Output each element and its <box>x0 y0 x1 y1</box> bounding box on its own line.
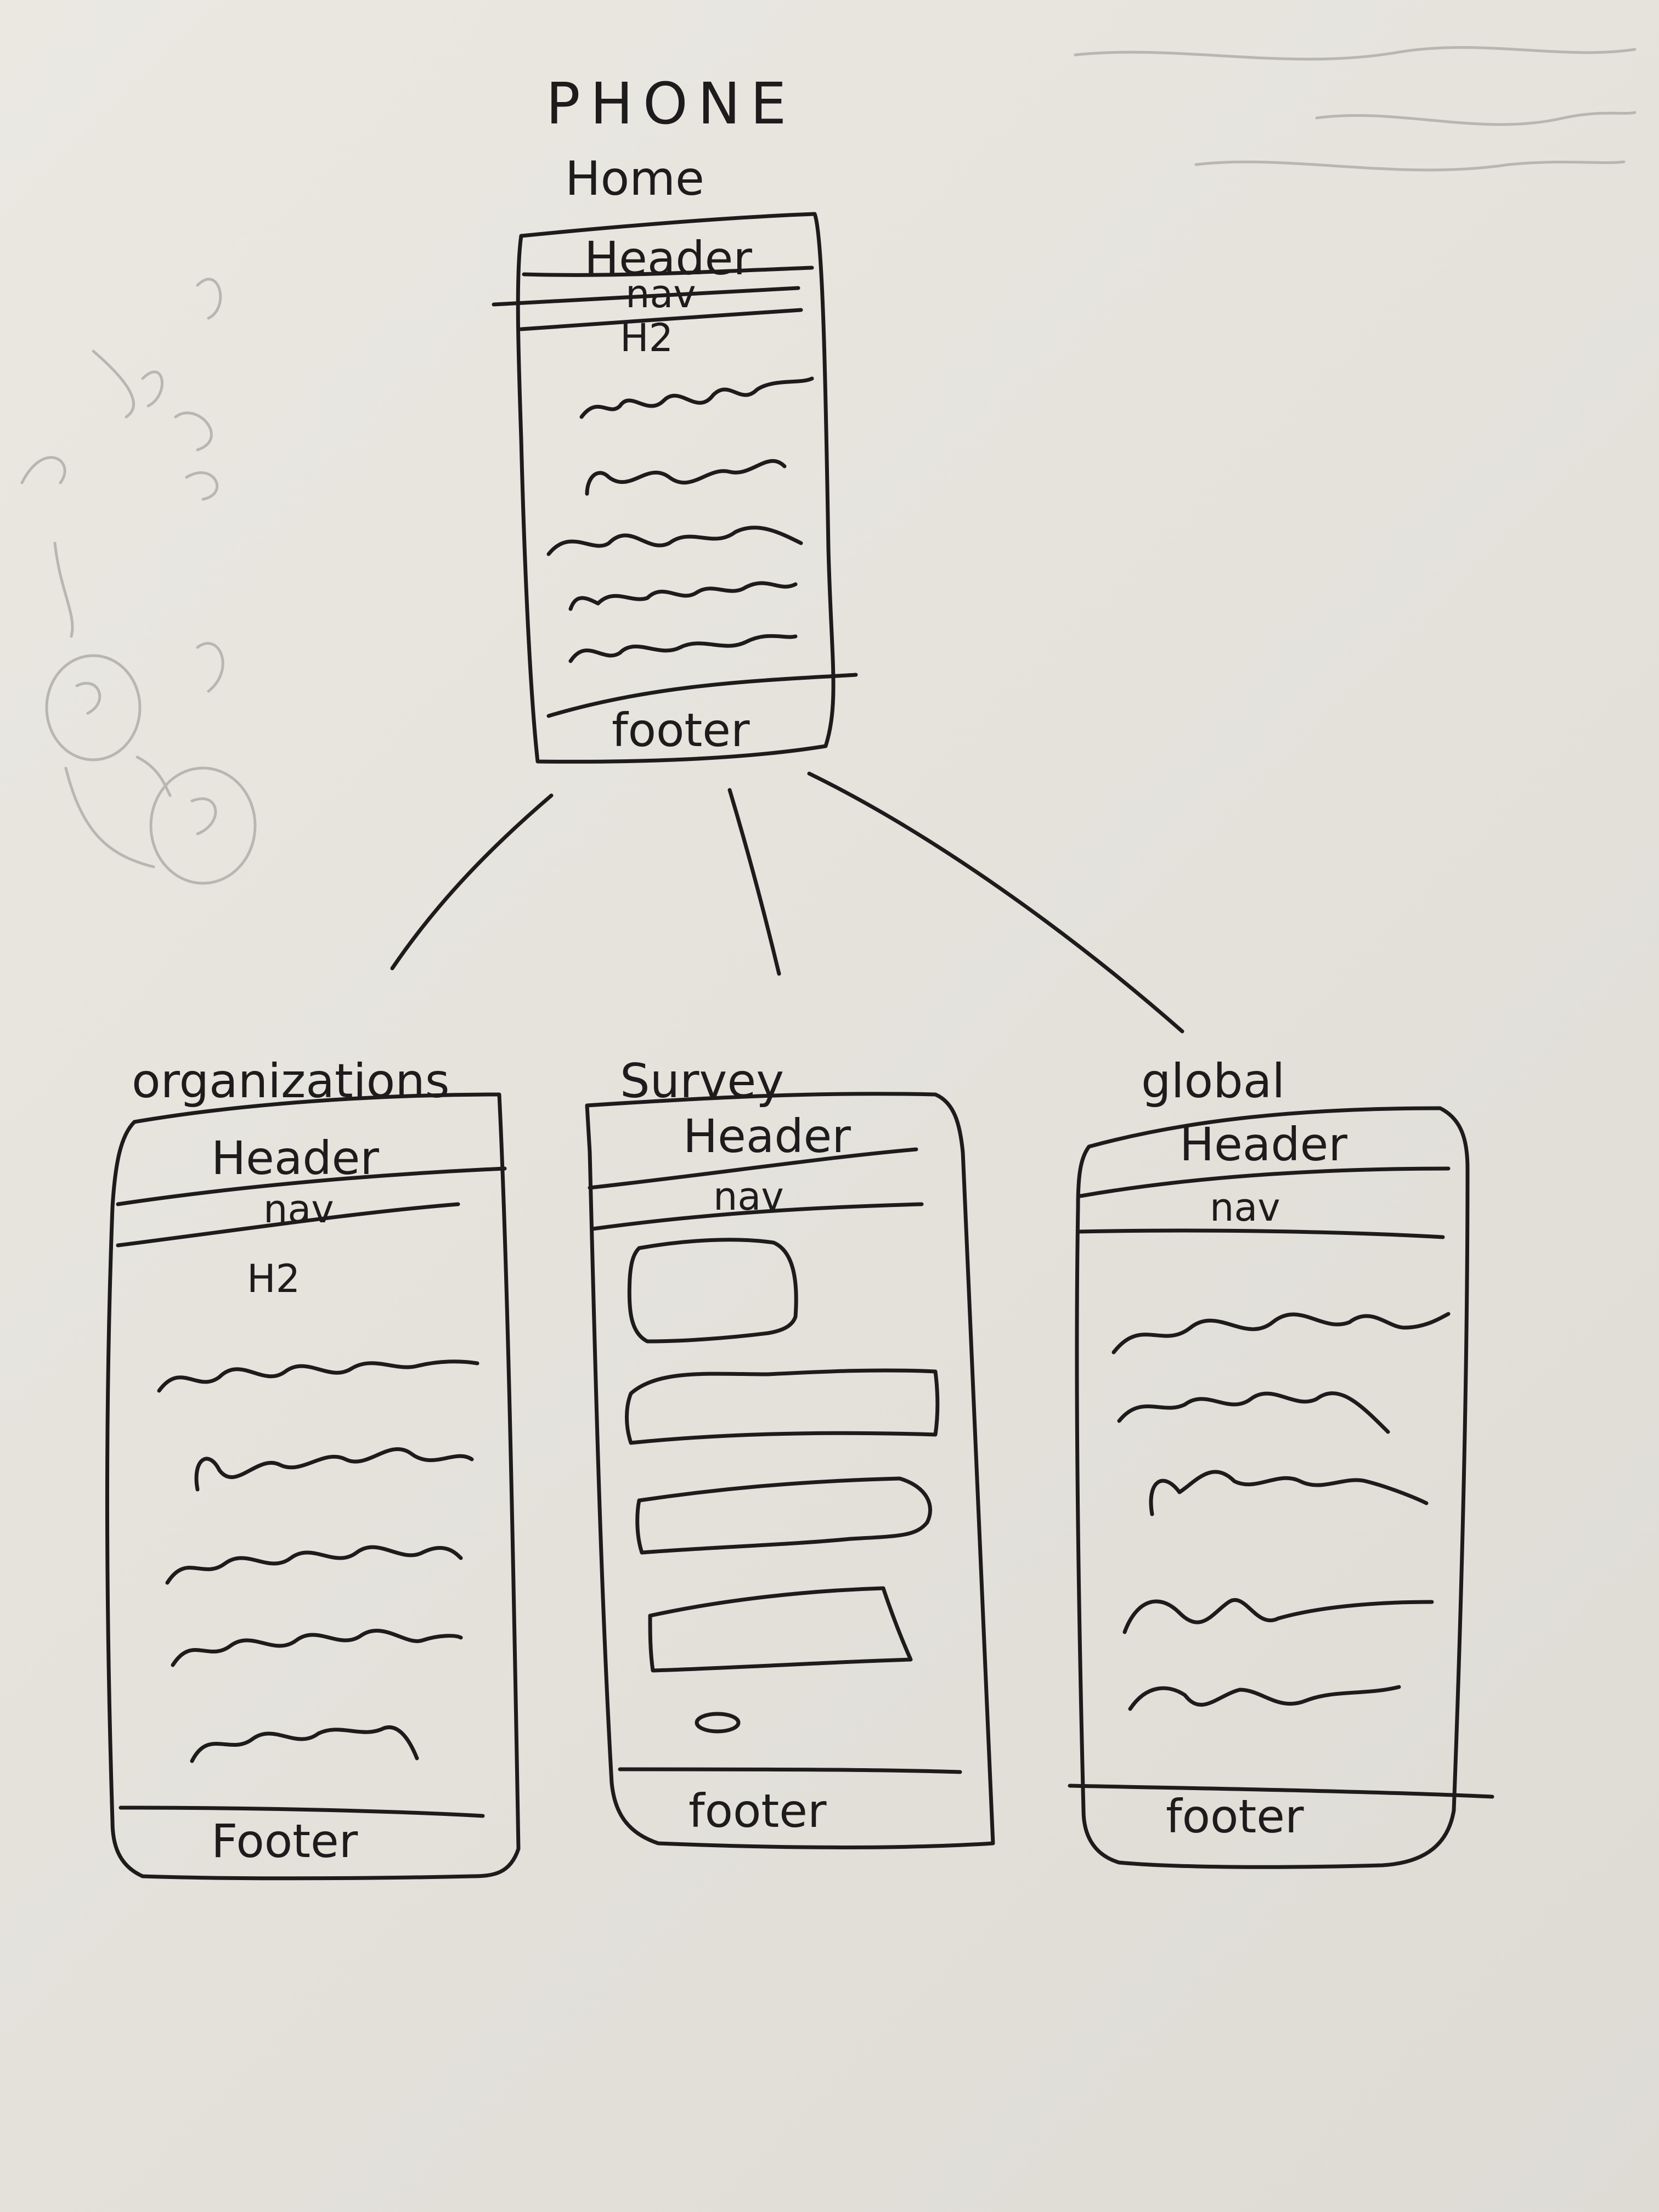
survey-footer-label: footer <box>689 1784 827 1838</box>
home-footer-label: footer <box>612 703 750 757</box>
home-content-lines <box>546 376 814 663</box>
organizations-label: organizations <box>132 1054 450 1109</box>
survey-input-2 <box>635 1476 933 1555</box>
organizations-content-lines <box>157 1359 479 1763</box>
survey-nav-label: nav <box>713 1174 784 1219</box>
global-header-label: Header <box>1180 1118 1347 1171</box>
organizations-nav-label: nav <box>263 1187 334 1232</box>
home-phone-frame <box>492 212 858 764</box>
connector-lines <box>390 771 1184 1034</box>
survey-input-3 <box>648 1586 913 1673</box>
global-nav-label: nav <box>1210 1185 1280 1230</box>
organizations-heading-label: H2 <box>247 1256 300 1301</box>
survey-header-label: Header <box>683 1109 851 1163</box>
global-footer-label: footer <box>1166 1790 1304 1843</box>
survey-form-fields <box>625 1238 940 1734</box>
organizations-phone-frame <box>105 1092 521 1881</box>
home-nav-label: nav <box>625 272 696 317</box>
home-header-label: Header <box>584 232 752 285</box>
survey-input-1 <box>625 1368 940 1445</box>
organizations-footer-label: Footer <box>211 1814 358 1868</box>
global-phone-frame <box>1068 1106 1494 1869</box>
home-label: Home <box>565 151 704 206</box>
survey-phone-frame <box>585 1092 995 1849</box>
page-title: PHONE <box>546 70 796 137</box>
global-content-lines <box>1111 1312 1451 1711</box>
survey-submit-button <box>695 1712 741 1734</box>
pencil-scribbles <box>20 46 1637 885</box>
organizations-header-label: Header <box>211 1131 379 1185</box>
survey-image-box <box>627 1238 798 1344</box>
global-label: global <box>1141 1054 1285 1109</box>
home-heading-label: H2 <box>620 315 673 360</box>
